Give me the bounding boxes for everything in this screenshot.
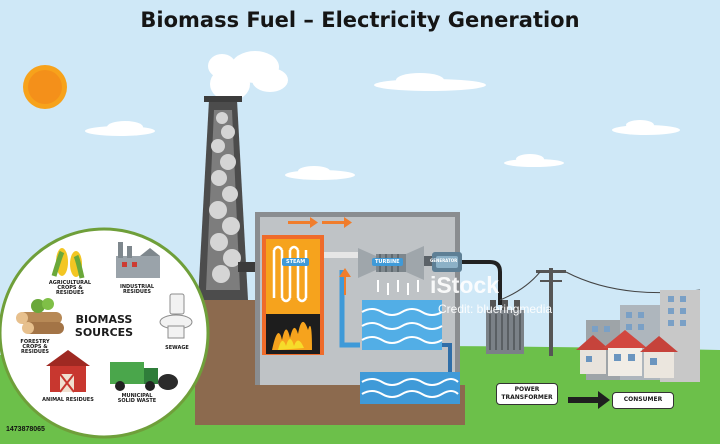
- transformer-label-line: TRANSFORMER: [501, 394, 553, 401]
- cloud: [612, 120, 680, 135]
- biomass-heading-line2: SOURCES: [74, 326, 134, 339]
- boiler: [262, 235, 324, 355]
- transformer-label-line: POWER: [514, 386, 540, 393]
- factory-icon: [116, 242, 160, 278]
- generator-label: GENERATOR: [430, 258, 458, 263]
- power-transformer-label: POWER TRANSFORMER: [496, 383, 558, 405]
- steam-flow-arrow: [288, 217, 352, 295]
- source-label-line: AGRICULTURAL: [48, 280, 92, 286]
- page-title: Biomass Fuel – Electricity Generation: [140, 8, 580, 32]
- chimney: [198, 96, 248, 300]
- chimney-smoke: [208, 51, 288, 101]
- source-label-sewage: SEWAGE: [160, 346, 194, 351]
- water-pipe: [442, 343, 452, 372]
- corn-icon: [51, 248, 85, 279]
- generator: [424, 252, 462, 272]
- source-label-industrial: INDUSTRIAL RESIDUES: [112, 285, 162, 295]
- source-label-line: MUNICIPAL: [121, 393, 153, 399]
- biomass-sources-heading: BIOMASS SOURCES: [62, 313, 146, 339]
- cloud: [85, 121, 155, 136]
- cloud: [504, 154, 564, 167]
- sun-icon: [23, 65, 67, 109]
- source-label-line: RESIDUES: [123, 289, 151, 295]
- cooling-water-pool: [360, 372, 460, 404]
- stock-id: 1473878065: [6, 426, 45, 433]
- source-label-forestry: FORESTRY CROPS & RESIDUES: [10, 340, 60, 355]
- toilet-icon: [159, 293, 193, 339]
- power-cable: [462, 260, 502, 305]
- source-label-line: INDUSTRIAL: [119, 284, 155, 290]
- power-transformer: [486, 300, 524, 354]
- biomass-heading-line1: BIOMASS: [75, 313, 133, 326]
- flue-pipe: [238, 262, 260, 272]
- source-label-agricultural: AGRICULTURAL CROPS & RESIDUES: [45, 281, 95, 296]
- istock-watermark: iStock: [430, 272, 500, 298]
- source-label-line: ANIMAL RESIDUES: [42, 397, 94, 403]
- condenser: [361, 280, 443, 350]
- steam-pipe: [324, 252, 360, 348]
- source-label-line: SOLID WASTE: [117, 398, 157, 404]
- source-label-line: FORESTRY: [20, 339, 50, 345]
- source-label-animal: ANIMAL RESIDUES: [40, 398, 96, 403]
- logs-icon: [16, 298, 64, 334]
- source-label-line: CROPS & RESIDUES: [21, 344, 49, 355]
- source-label-line: CROPS & RESIDUES: [56, 285, 84, 296]
- consumer-houses: [576, 330, 678, 378]
- consumer-label: CONSUMER: [612, 392, 674, 409]
- source-label-municipal: MUNICIPAL SOLID WASTE: [112, 394, 162, 404]
- barn-icon: [46, 350, 90, 393]
- steam-label: STEAM: [282, 258, 310, 266]
- cloud: [374, 73, 486, 91]
- garbage-truck-icon: [110, 362, 178, 391]
- cloud: [285, 166, 355, 180]
- credit-watermark: Credit: blueringmedia: [438, 302, 553, 316]
- turbine-label: TURBINE: [372, 258, 403, 266]
- flow-arrow-to-consumer: [568, 391, 610, 409]
- source-label-line: SEWAGE: [165, 345, 189, 351]
